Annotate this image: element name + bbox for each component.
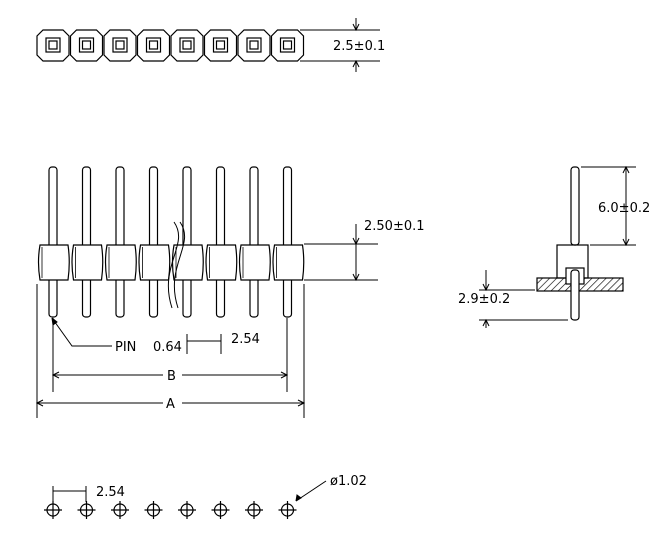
pin-width-label: 0.64: [153, 340, 182, 355]
hole-dia-leader: [295, 480, 327, 502]
top-view-cell: [237, 29, 271, 62]
side-lower-label: 2.9±0.2: [458, 292, 510, 307]
top-view-cell: [170, 29, 204, 62]
cell-pin-square: [148, 40, 159, 50]
cell-frame: [179, 37, 195, 53]
dim-b: [51, 318, 289, 392]
top-view-cell: [103, 29, 137, 62]
footprint: [44, 501, 297, 519]
top-view-cell: [69, 29, 104, 62]
header-pin: [48, 166, 58, 318]
hole-dia-label: ø1.02: [330, 474, 367, 489]
side-upper-dimension: [581, 165, 636, 247]
body-segment: [104, 244, 137, 281]
break-lines: [167, 221, 186, 309]
top-view-cell: [203, 29, 238, 62]
body-segment: [37, 244, 70, 281]
footprint-hole: [111, 501, 129, 519]
side-upper-label: 6.0±0.2: [598, 201, 650, 216]
cell-outline: [203, 29, 238, 62]
cell-outline: [270, 29, 305, 62]
cell-outline: [103, 29, 137, 62]
footprint-hole: [77, 501, 96, 519]
cell-pin-square: [215, 40, 226, 50]
cell-outline: [237, 29, 271, 62]
footprint-pitch-dimension: [52, 486, 87, 502]
cell-frame: [212, 37, 229, 53]
cell-frame: [246, 37, 262, 53]
footprint-hole: [144, 501, 163, 519]
cell-frame: [45, 37, 61, 53]
footprint-hole: [178, 501, 196, 519]
top-view-dimension: [300, 18, 380, 72]
body-height-dimension: [304, 224, 378, 282]
body-segment: [238, 244, 271, 281]
dim-a-label: A: [166, 397, 175, 412]
pitch-dimension: [186, 334, 222, 354]
footprint-hole: [245, 501, 263, 519]
header-pin: [115, 166, 125, 318]
pitch-label: 2.54: [231, 332, 260, 347]
dim-a: [35, 284, 306, 418]
header-pin: [282, 166, 293, 318]
top-view: [36, 29, 305, 62]
header-pin: [148, 166, 159, 318]
cell-outline: [36, 29, 70, 62]
side-pin-upper: [570, 166, 580, 246]
cell-frame: [112, 37, 128, 53]
cell-pin-square: [115, 40, 125, 50]
pin-leader: [51, 317, 112, 347]
cell-pin-square: [81, 40, 92, 50]
footprint-pitch-label: 2.54: [96, 485, 125, 500]
footprint-hole: [211, 501, 230, 519]
side-lower-dimension: [479, 270, 568, 328]
cell-pin-square: [282, 40, 293, 50]
top-view-cell: [36, 29, 70, 62]
cell-frame: [78, 37, 95, 53]
pin-label: PIN: [115, 340, 136, 355]
body-segment: [171, 244, 204, 281]
body-segment: [205, 244, 238, 281]
body-segment: [138, 244, 171, 281]
body-segment: [71, 244, 104, 281]
footprint-hole: [278, 501, 297, 519]
top-view-cell: [270, 29, 305, 62]
cell-pin-square: [249, 40, 259, 50]
header-pin: [249, 166, 259, 318]
cell-frame: [279, 37, 296, 53]
cell-pin-square: [48, 40, 58, 50]
top-view-cell: [136, 29, 171, 62]
header-pin: [215, 166, 226, 318]
cell-pin-square: [182, 40, 192, 50]
body-height-label: 2.50±0.1: [364, 219, 425, 234]
footprint-hole: [44, 501, 62, 519]
dim-b-label: B: [167, 369, 176, 384]
cell-outline: [170, 29, 204, 62]
side-pin-lower: [570, 269, 580, 321]
cell-frame: [145, 37, 162, 53]
cell-outline: [136, 29, 171, 62]
side-view: [536, 166, 624, 321]
front-view: [37, 166, 305, 318]
body-segment: [272, 244, 305, 281]
top-view-height-label: 2.5±0.1: [333, 39, 385, 54]
cell-outline: [69, 29, 104, 62]
header-pin: [182, 166, 192, 318]
header-pin: [81, 166, 92, 318]
